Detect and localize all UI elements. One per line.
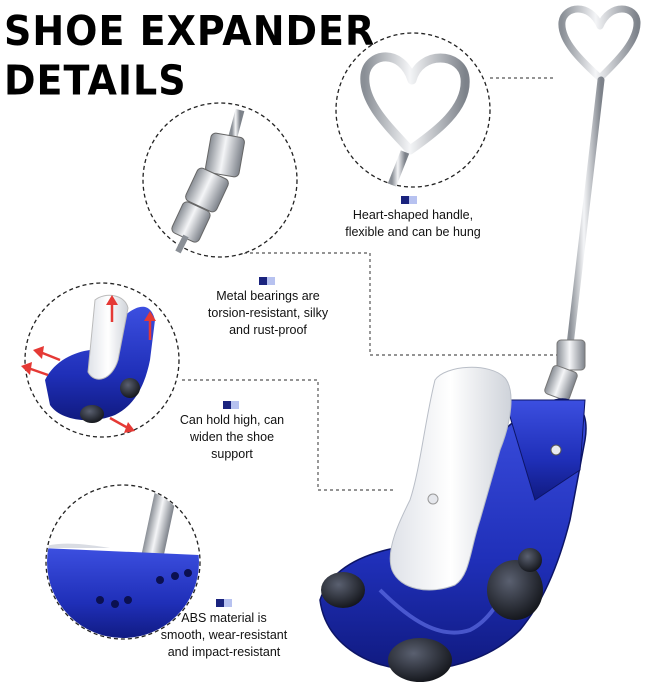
main-shoe-expander <box>319 5 641 682</box>
caption-widen-line: support <box>211 447 253 461</box>
connector-widen <box>182 379 395 491</box>
caption-material-line: smooth, wear-resistant <box>160 628 288 642</box>
detail-circle-bearings <box>142 102 298 258</box>
caption-material-line: ABS material is <box>181 611 267 625</box>
caption-widen: Can hold high, can widen the shoe suppor… <box>168 412 296 463</box>
title-line-2: DETAILS <box>4 56 187 105</box>
caption-bearings: Metal bearings are torsion-resistant, si… <box>197 288 339 339</box>
connector-bearings <box>220 252 560 356</box>
caption-handle-line: flexible and can be hung <box>345 225 481 239</box>
caption-material-line: and impact-resistant <box>167 645 281 659</box>
wheel-front-right <box>487 560 543 620</box>
detail-circle-widen <box>21 282 180 438</box>
detail-circle-material <box>45 484 201 640</box>
caption-bearings-line: torsion-resistant, silky <box>207 306 329 320</box>
title-line-1: SHOE EXPANDER <box>4 7 376 55</box>
marker-material <box>216 599 232 607</box>
detail-circle-handle <box>335 32 491 188</box>
rod-joint <box>556 339 586 371</box>
page-title: SHOE EXPANDER DETAILS <box>4 6 375 105</box>
white-foot-form <box>389 366 512 591</box>
caption-bearings-line: Metal bearings are <box>216 289 320 303</box>
expansion-arrows <box>21 295 156 433</box>
caption-bearings-line: and rust-proof <box>229 323 307 337</box>
wheel-front-left <box>321 572 365 608</box>
caption-handle-line: Heart-shaped handle, <box>352 208 474 222</box>
caption-widen-line: Can hold high, can <box>179 413 285 427</box>
caption-material: ABS material is smooth, wear-resistant a… <box>150 610 298 661</box>
wheel-rear <box>388 638 452 682</box>
marker-widen <box>223 401 239 409</box>
heart-handle <box>558 5 641 82</box>
caption-widen-line: widen the shoe <box>189 430 275 444</box>
marker-handle <box>401 196 417 204</box>
caption-handle: Heart-shaped handle, flexible and can be… <box>337 207 489 241</box>
marker-bearings <box>259 277 275 285</box>
metal-rod <box>566 76 605 349</box>
connector-lines <box>182 77 560 491</box>
